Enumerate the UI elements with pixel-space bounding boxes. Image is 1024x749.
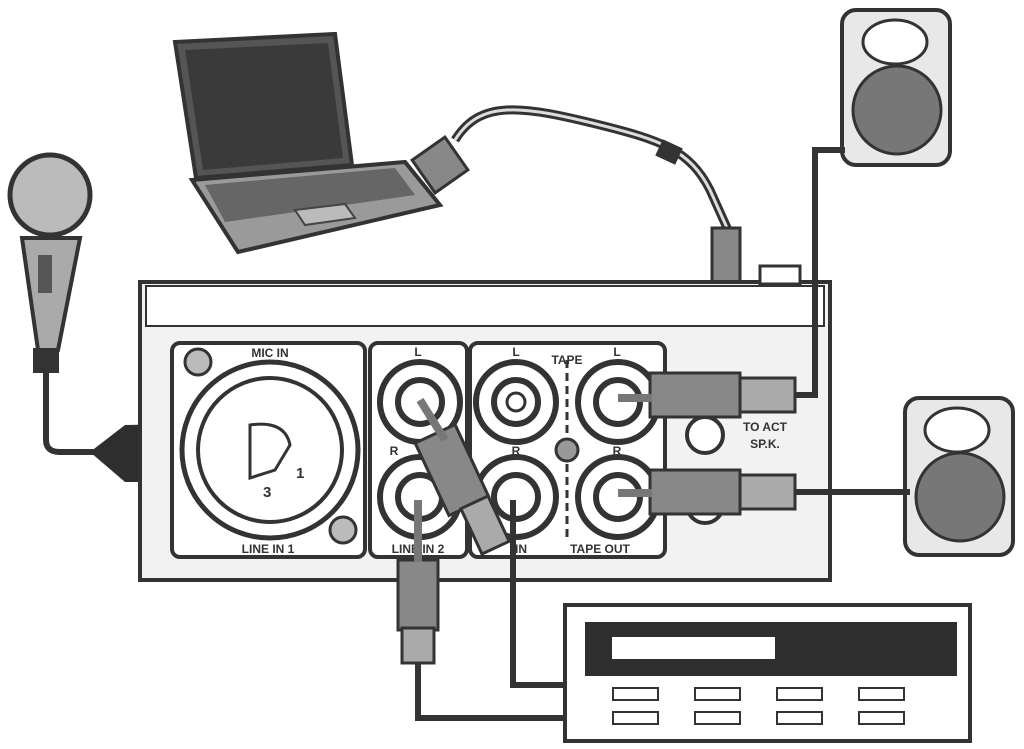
line-in-1-label: LINE IN 1 (242, 542, 295, 556)
tape-deck-icon (563, 603, 972, 743)
mic-in-label: MIC IN (251, 346, 288, 360)
tape-out-label: TAPE OUT (570, 542, 630, 556)
tape-in-label: IN (515, 542, 527, 556)
speaker-bottom-icon (903, 396, 1015, 557)
tape-in-left-label: L (512, 345, 519, 359)
pin-1-label: 1 (296, 465, 304, 482)
spk-label: SP.K. (750, 437, 780, 451)
pin-3-label: 3 (263, 484, 271, 501)
line2-right-label: R (390, 444, 399, 458)
tape-in-right-label: R (512, 444, 521, 458)
tape-label: TAPE (551, 353, 582, 367)
to-act-label: TO ACT (743, 420, 788, 434)
tape-out-right-label: R (613, 444, 622, 458)
tape-deck-cables (396, 397, 570, 721)
tape-out-left-label: L (613, 345, 620, 359)
speaker-cables (618, 147, 910, 516)
laptop-icon (172, 31, 444, 255)
usb-cable (410, 105, 742, 288)
line2-left-label: L (414, 345, 421, 359)
speaker-top-icon (840, 8, 952, 167)
